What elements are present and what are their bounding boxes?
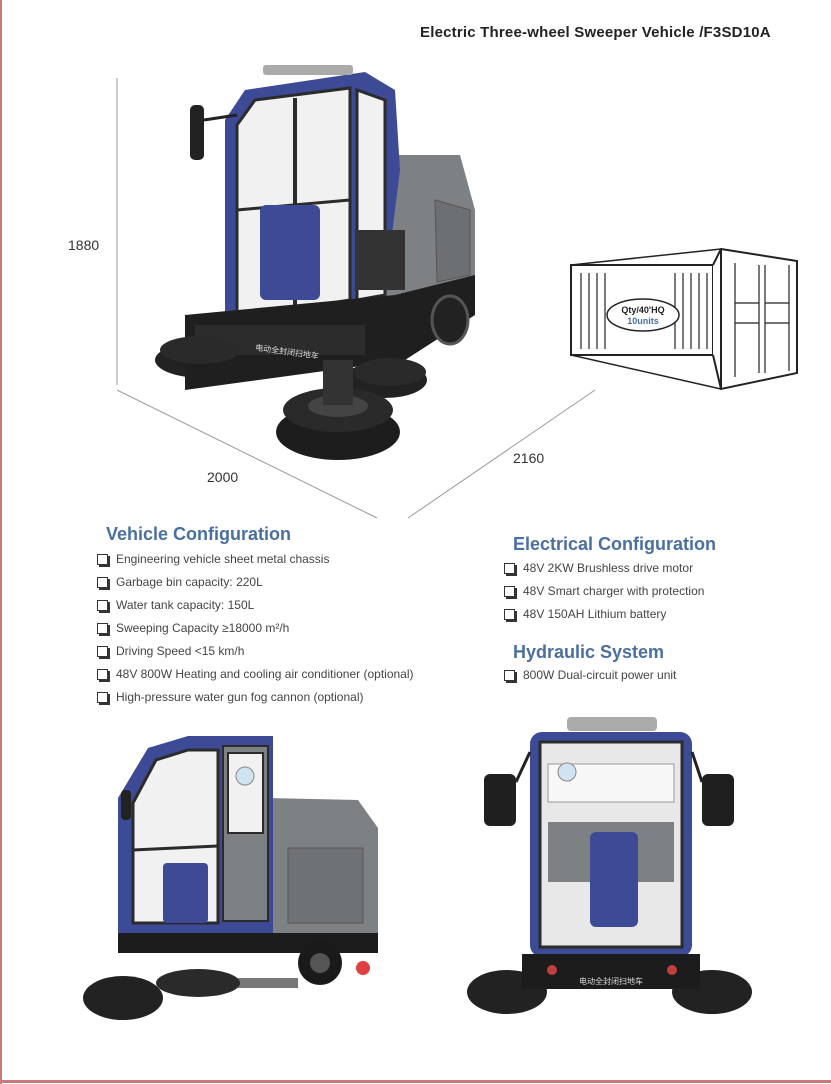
list-item: 800W Dual-circuit power unit xyxy=(504,664,676,687)
shipping-container: Qty/40'HQ 10units xyxy=(570,247,798,391)
checkbox-icon xyxy=(97,692,108,703)
sweeper-side-image xyxy=(83,736,378,1020)
hydraulic-system-heading: Hydraulic System xyxy=(513,642,665,662)
page-title: Electric Three-wheel Sweeper Vehicle /F3… xyxy=(420,24,771,41)
vehicle-body-text: 电动全封闭扫地车 xyxy=(579,976,643,986)
electrical-config-list: 48V 2KW Brushless drive motor 48V Smart … xyxy=(504,557,704,626)
checkbox-icon xyxy=(504,609,515,620)
checkbox-icon xyxy=(97,577,108,588)
list-item: Garbage bin capacity: 220L xyxy=(97,571,414,594)
list-item: Driving Speed <15 km/h xyxy=(97,640,414,663)
container-units-label: 10units xyxy=(627,316,659,326)
width-dimension: 2160 xyxy=(513,450,545,466)
vehicle-config-list: Engineering vehicle sheet metal chassis … xyxy=(97,548,414,709)
list-item: 48V 150AH Lithium battery xyxy=(504,603,704,626)
container-qty-label: Qty/40'HQ xyxy=(621,305,664,315)
checkbox-icon xyxy=(504,563,515,574)
list-item: Engineering vehicle sheet metal chassis xyxy=(97,548,414,571)
checkbox-icon xyxy=(97,623,108,634)
checkbox-icon xyxy=(97,600,108,611)
checkbox-icon xyxy=(97,646,108,657)
checkbox-icon xyxy=(97,554,108,565)
checkbox-icon xyxy=(97,669,108,680)
sweeper-main-image: 电动全封闭扫地车 xyxy=(155,65,475,460)
list-item: 48V 800W Heating and cooling air conditi… xyxy=(97,663,414,686)
length-dimension: 2000 xyxy=(207,469,239,485)
page-edge-bottom xyxy=(0,1080,831,1083)
sweeper-rear-image: 电动全封闭扫地车 xyxy=(467,717,752,1014)
height-dimension: 1880 xyxy=(68,237,100,253)
list-item: 48V 2KW Brushless drive motor xyxy=(504,557,704,580)
list-item: Water tank capacity: 150L xyxy=(97,594,414,617)
checkbox-icon xyxy=(504,670,515,681)
vehicle-config-heading: Vehicle Configuration xyxy=(106,524,292,544)
hydraulic-system-list: 800W Dual-circuit power unit xyxy=(504,664,676,687)
list-item: 48V Smart charger with protection xyxy=(504,580,704,603)
dimension-lines xyxy=(116,78,596,519)
list-item: Sweeping Capacity ≥18000 m²/h xyxy=(97,617,414,640)
list-item: High-pressure water gun fog cannon (opti… xyxy=(97,686,414,709)
electrical-config-heading: Electrical Configuration xyxy=(513,534,717,554)
checkbox-icon xyxy=(504,586,515,597)
page-edge-left xyxy=(0,0,2,1084)
